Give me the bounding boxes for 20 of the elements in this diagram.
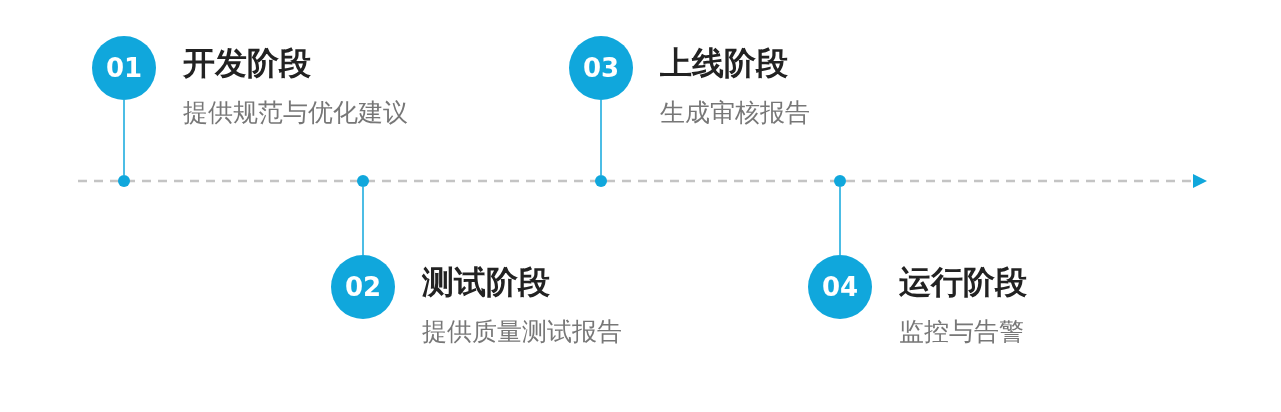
timeline-dot (357, 175, 369, 187)
timeline-dot (118, 175, 130, 187)
step-number-circle: 03 (569, 36, 633, 100)
timeline-dot (595, 175, 607, 187)
step-number-circle: 04 (808, 255, 872, 319)
step-number-circle: 02 (331, 255, 395, 319)
stage-heading: 开发阶段 (183, 43, 311, 84)
stage-heading: 运行阶段 (899, 262, 1027, 303)
connector-line (362, 186, 364, 256)
stage-description: 提供规范与优化建议 (183, 97, 408, 129)
connector-line (600, 99, 602, 176)
step-number-circle: 01 (92, 36, 156, 100)
stage-heading: 测试阶段 (422, 262, 550, 303)
timeline-dot (834, 175, 846, 187)
stage-description: 监控与告警 (899, 316, 1024, 348)
stage-description: 提供质量测试报告 (422, 316, 622, 348)
connector-line (123, 99, 125, 176)
connector-line (839, 186, 841, 256)
stage-heading: 上线阶段 (660, 43, 788, 84)
stage-description: 生成审核报告 (660, 97, 810, 129)
